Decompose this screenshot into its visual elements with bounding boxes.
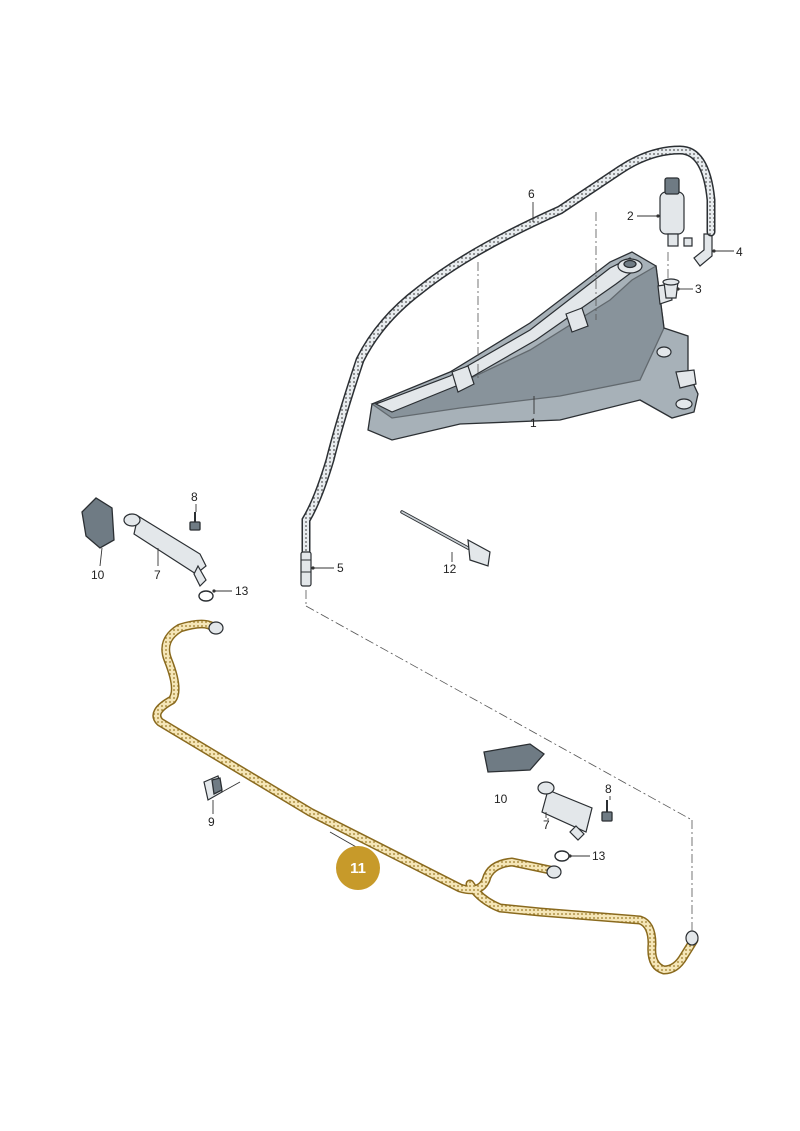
label-part-8-left: 8 <box>191 490 198 504</box>
label-part-5: 5 <box>337 561 344 575</box>
right-washer-cover <box>483 743 545 773</box>
label-part-13-right: 13 <box>592 849 606 863</box>
label-part-7-right: 7 <box>543 818 550 832</box>
callout-badge[interactable] <box>336 846 380 890</box>
label-part-2: 2 <box>627 209 634 223</box>
highlight-callout[interactable]: 11 <box>336 846 380 890</box>
label-part-9: 9 <box>208 815 215 829</box>
part-labels: 6 2 4 3 1 8 5 10 7 12 13 10 8 9 7 13 <box>91 187 743 863</box>
label-part-4: 4 <box>736 245 743 259</box>
left-screw <box>189 512 201 531</box>
label-part-3: 3 <box>695 282 702 296</box>
label-part-12: 12 <box>443 562 457 576</box>
label-part-7-left: 7 <box>154 568 161 582</box>
right-screw <box>601 800 613 822</box>
right-washer-nozzle <box>537 781 593 841</box>
label-part-6: 6 <box>528 187 535 201</box>
hose-clip <box>203 775 223 801</box>
callout-label: 11 <box>350 860 366 877</box>
label-part-10-left: 10 <box>91 568 105 582</box>
left-washer-cover <box>81 497 115 549</box>
supply-hose <box>301 145 716 557</box>
right-oring <box>554 850 570 862</box>
elbow-connector <box>693 233 713 267</box>
left-oring <box>198 590 214 602</box>
label-part-8-right: 8 <box>605 782 612 796</box>
leader-lines <box>99 202 734 857</box>
washer-pump <box>659 177 693 247</box>
cable-tie <box>400 510 491 567</box>
washer-fluid-reservoir <box>367 251 699 441</box>
label-part-10-right: 10 <box>494 792 508 806</box>
highlighted-hose-assembly <box>152 619 699 975</box>
assembly-lines <box>305 212 693 934</box>
label-part-1: 1 <box>530 416 537 430</box>
left-washer-nozzle <box>123 513 207 588</box>
label-part-13-left: 13 <box>235 584 249 598</box>
leader-tips <box>212 214 716 858</box>
hose-connector <box>300 551 312 587</box>
pump-grommet <box>662 278 680 299</box>
